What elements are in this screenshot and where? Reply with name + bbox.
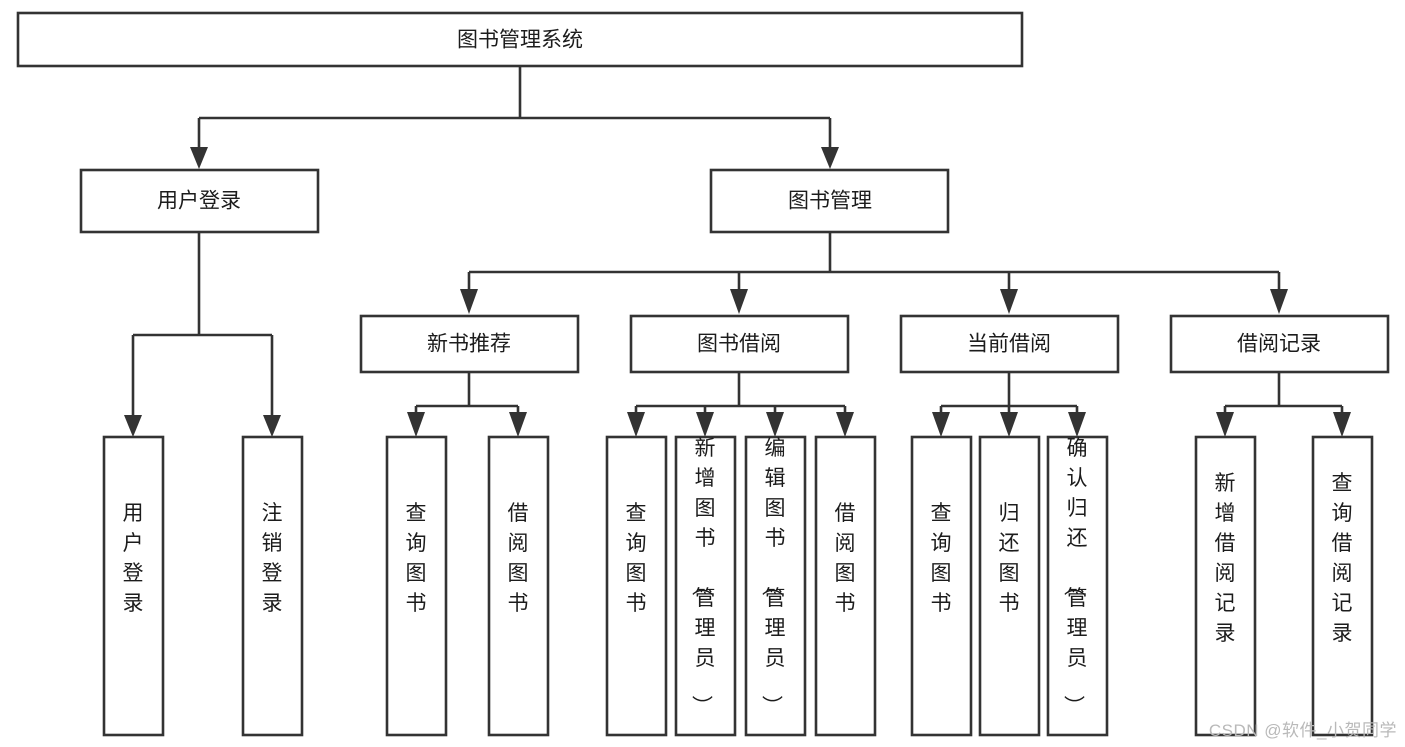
arrow-head-leaf-confirm-return bbox=[1068, 412, 1086, 437]
node-leaf-return-book-label: 归还图书 bbox=[999, 502, 1020, 615]
connector-layer bbox=[124, 66, 1351, 437]
node-leaf-user-logout[interactable]: 注销登录 bbox=[241, 435, 304, 737]
node-leaf-query-book-1-label: 查询图书 bbox=[406, 502, 427, 615]
node-book-borrow-label: 图书借阅 bbox=[697, 333, 781, 356]
node-user-login-label: 用户登录 bbox=[157, 190, 241, 213]
arrow-head-leaf-return-book bbox=[1000, 412, 1018, 437]
node-leaf-borrow-book-2-box[interactable] bbox=[814, 435, 877, 737]
node-root-label: 图书管理系统 bbox=[457, 29, 583, 52]
node-leaf-user-login-box[interactable] bbox=[102, 435, 165, 737]
node-user-login-box[interactable] bbox=[79, 168, 320, 234]
node-leaf-query-book-2-label: 查询图书 bbox=[626, 502, 647, 615]
arrow-head-leaf-query-book-1 bbox=[407, 412, 425, 437]
node-borrow-record[interactable]: 借阅记录 bbox=[1169, 314, 1390, 374]
node-leaf-add-record[interactable]: 新增借阅记录 bbox=[1194, 435, 1257, 737]
node-user-login[interactable]: 用户登录 bbox=[79, 168, 320, 234]
node-leaf-add-book-box[interactable] bbox=[674, 435, 737, 737]
arrow-head-book-management bbox=[821, 147, 839, 169]
arrow-head-leaf-query-book-3 bbox=[932, 412, 950, 437]
node-new-book-recommend-box[interactable] bbox=[359, 314, 580, 374]
arrow-head-leaf-borrow-book-1 bbox=[509, 412, 527, 437]
arrow-head-leaf-query-book-2 bbox=[627, 412, 645, 437]
node-leaf-borrow-book-1[interactable]: 借阅图书 bbox=[487, 435, 550, 737]
node-leaf-confirm-return-box[interactable] bbox=[1046, 435, 1109, 737]
arrow-head-leaf-add-book bbox=[696, 412, 714, 437]
node-leaf-return-book-box[interactable] bbox=[978, 435, 1041, 737]
node-leaf-query-book-3[interactable]: 查询图书 bbox=[910, 435, 973, 737]
node-leaf-user-logout-box[interactable] bbox=[241, 435, 304, 737]
arrow-head-leaf-add-record bbox=[1216, 412, 1234, 437]
node-root-box[interactable] bbox=[16, 11, 1024, 68]
node-root[interactable]: 图书管理系统 bbox=[16, 11, 1024, 68]
node-leaf-edit-book-label: 编辑图书（管理员） bbox=[760, 437, 786, 716]
node-leaf-query-record-box[interactable] bbox=[1311, 435, 1374, 737]
node-book-management-box[interactable] bbox=[709, 168, 950, 234]
node-leaf-add-record-box[interactable] bbox=[1194, 435, 1257, 737]
node-leaf-query-book-1-box[interactable] bbox=[385, 435, 448, 737]
arrow-head-leaf-user-login bbox=[124, 415, 142, 437]
node-leaf-borrow-book-2[interactable]: 借阅图书 bbox=[814, 435, 877, 737]
node-new-book-recommend[interactable]: 新书推荐 bbox=[359, 314, 580, 374]
node-leaf-edit-book-box[interactable] bbox=[744, 435, 807, 737]
node-leaf-query-book-3-box[interactable] bbox=[910, 435, 973, 737]
arrow-head-user-login bbox=[190, 147, 208, 169]
node-leaf-add-record-label: 新增借阅记录 bbox=[1215, 472, 1236, 645]
node-book-borrow-box[interactable] bbox=[629, 314, 850, 374]
arrow-head-current-borrow bbox=[1000, 289, 1018, 314]
node-borrow-record-label: 借阅记录 bbox=[1237, 333, 1321, 356]
node-leaf-query-book-2[interactable]: 查询图书 bbox=[605, 435, 668, 737]
node-current-borrow[interactable]: 当前借阅 bbox=[899, 314, 1120, 374]
node-leaf-query-record[interactable]: 查询借阅记录 bbox=[1311, 435, 1374, 737]
arrow-head-leaf-user-logout bbox=[263, 415, 281, 437]
node-leaf-query-record-label: 查询借阅记录 bbox=[1332, 472, 1353, 645]
node-borrow-record-box[interactable] bbox=[1169, 314, 1390, 374]
node-current-borrow-label: 当前借阅 bbox=[967, 333, 1051, 356]
arrow-head-borrow-record bbox=[1270, 289, 1288, 314]
arrow-head-new-book-recommend bbox=[460, 289, 478, 314]
node-leaf-borrow-book-2-label: 借阅图书 bbox=[835, 502, 856, 615]
arrow-head-leaf-edit-book bbox=[766, 412, 784, 437]
node-leaf-query-book-3-label: 查询图书 bbox=[931, 502, 952, 615]
node-leaf-add-book-label: 新增图书（管理员） bbox=[690, 437, 716, 716]
node-current-borrow-box[interactable] bbox=[899, 314, 1120, 374]
node-leaf-add-book[interactable]: 新增图书（管理员） bbox=[674, 435, 737, 737]
node-leaf-user-logout-label: 注销登录 bbox=[262, 502, 283, 615]
node-book-management[interactable]: 图书管理 bbox=[709, 168, 950, 234]
arrow-head-book-borrow bbox=[730, 289, 748, 314]
node-new-book-recommend-label: 新书推荐 bbox=[427, 333, 511, 356]
node-leaf-query-book-1[interactable]: 查询图书 bbox=[385, 435, 448, 737]
node-book-borrow[interactable]: 图书借阅 bbox=[629, 314, 850, 374]
node-leaf-user-login-label: 用户登录 bbox=[123, 502, 144, 615]
node-leaf-query-book-2-box[interactable] bbox=[605, 435, 668, 737]
node-leaf-confirm-return-label: 确认归还（管理员） bbox=[1062, 437, 1088, 716]
node-leaf-user-login[interactable]: 用户登录 bbox=[102, 435, 165, 737]
node-leaf-borrow-book-1-label: 借阅图书 bbox=[508, 502, 529, 615]
arrow-head-leaf-query-record bbox=[1333, 412, 1351, 437]
node-leaf-borrow-book-1-box[interactable] bbox=[487, 435, 550, 737]
arrow-head-leaf-borrow-book-2 bbox=[836, 412, 854, 437]
node-leaf-return-book[interactable]: 归还图书 bbox=[978, 435, 1041, 737]
node-leaf-confirm-return[interactable]: 确认归还（管理员） bbox=[1046, 435, 1109, 737]
node-book-management-label: 图书管理 bbox=[788, 190, 872, 213]
node-leaf-edit-book[interactable]: 编辑图书（管理员） bbox=[744, 435, 807, 737]
